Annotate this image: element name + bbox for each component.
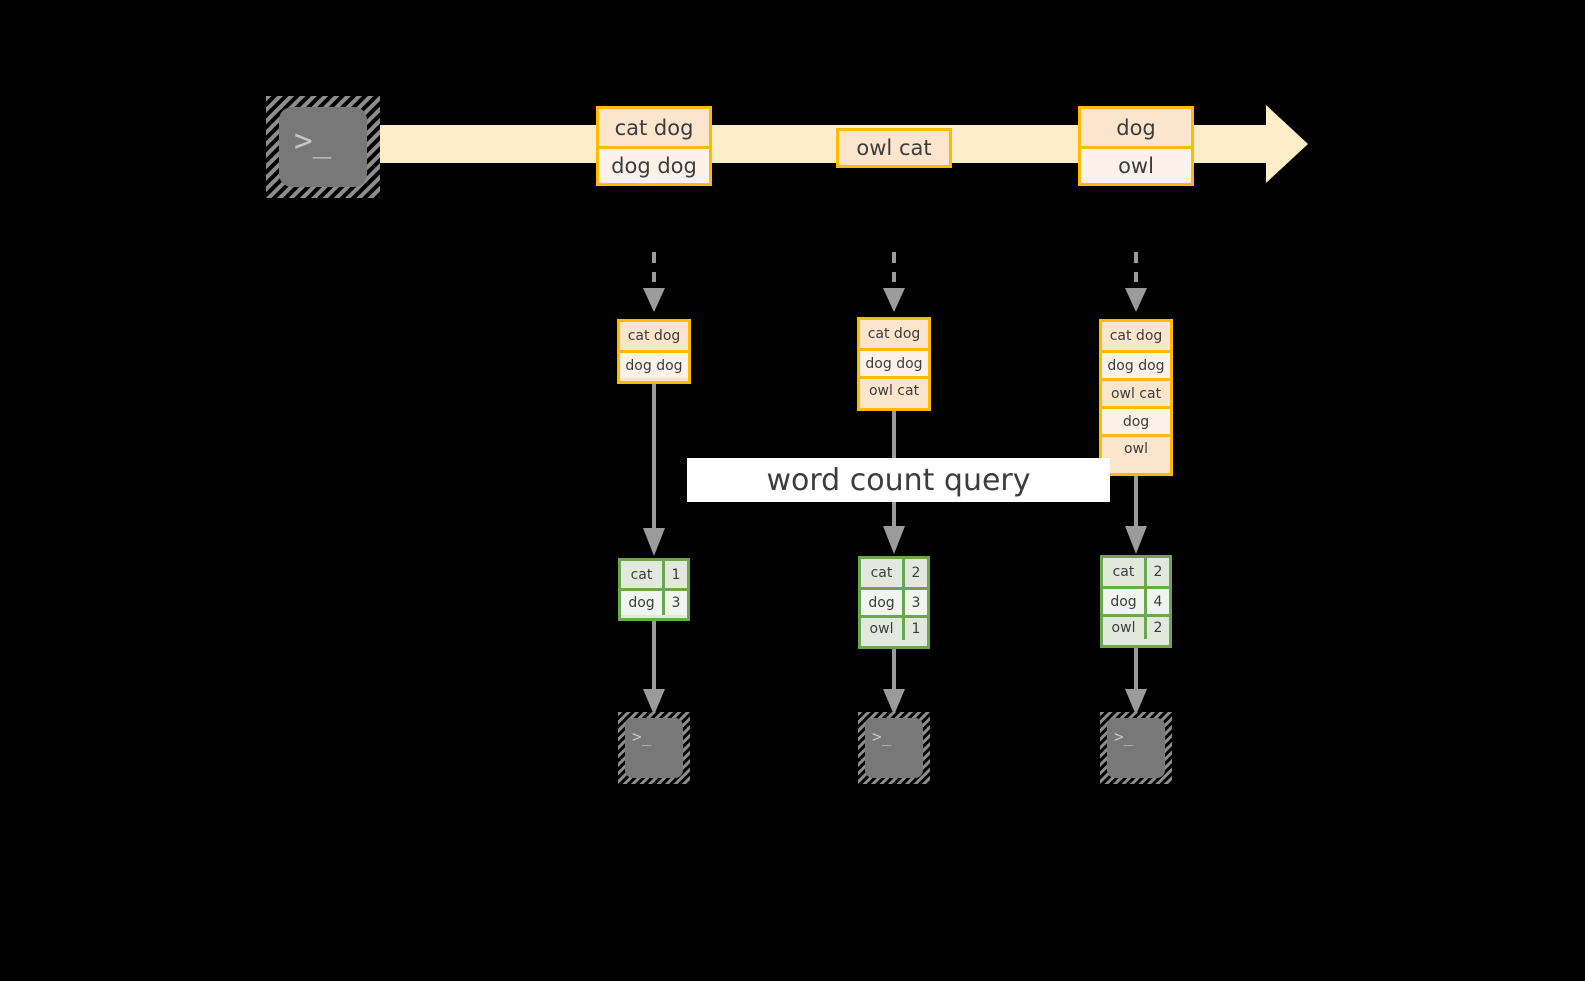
result-row: dog 3	[621, 588, 687, 615]
stream-record: cat dog	[599, 109, 709, 146]
buffer-record: cat dog	[620, 322, 688, 350]
buffer-record: cat dog	[860, 320, 928, 348]
result-word: dog	[861, 590, 905, 615]
result-row: cat 1	[621, 561, 687, 588]
stage-1-sink-terminal-icon: >_	[618, 712, 690, 784]
source-terminal-icon: >_	[266, 96, 380, 198]
stage-1-query-arrow-icon	[643, 384, 665, 556]
buffer-record: owl	[1102, 434, 1170, 460]
result-row: owl 1	[861, 615, 927, 640]
stage-2-buffer: cat dog dog dog owl cat	[857, 317, 931, 411]
stream-record: dog dog	[599, 146, 709, 183]
buffer-record: owl cat	[1102, 378, 1170, 406]
buffer-record: owl cat	[860, 376, 928, 402]
result-row: owl 2	[1103, 614, 1169, 639]
stage-3-sink-terminal-icon: >_	[1100, 712, 1172, 784]
stream-record-group-2: owl cat	[836, 128, 952, 168]
buffer-record: dog dog	[1102, 350, 1170, 378]
result-row: cat 2	[861, 559, 927, 587]
result-word: cat	[861, 559, 905, 587]
result-word: dog	[621, 591, 665, 615]
result-count: 2	[1147, 617, 1169, 639]
result-count: 3	[665, 591, 687, 615]
result-row: dog 3	[861, 587, 927, 615]
sink-terminal-prompt-glyph: >_	[632, 727, 652, 746]
result-word: owl	[1103, 617, 1147, 639]
stage-2-ingest-arrow-icon	[883, 252, 905, 312]
stream-record: owl cat	[839, 131, 949, 165]
stage-3-ingest-arrow-icon	[1125, 252, 1147, 312]
stage-1-result-table: cat 1 dog 3	[618, 558, 690, 621]
result-row: cat 2	[1103, 558, 1169, 586]
stage-1-buffer: cat dog dog dog	[617, 319, 691, 384]
stage-3-sink-arrow-icon	[1125, 648, 1147, 715]
stage-2-sink-terminal-icon: >_	[858, 712, 930, 784]
stream-record: dog	[1081, 109, 1191, 146]
result-word: owl	[861, 618, 905, 640]
stage-2-result-table: cat 2 dog 3 owl 1	[858, 556, 930, 649]
result-count: 4	[1147, 589, 1169, 614]
stream-record-group-3: dog owl	[1078, 106, 1194, 186]
sink-terminal-prompt-glyph: >_	[1114, 727, 1134, 746]
result-count: 2	[905, 559, 927, 587]
result-word: cat	[1103, 558, 1147, 586]
result-row: dog 4	[1103, 586, 1169, 614]
stage-3-result-table: cat 2 dog 4 owl 2	[1100, 555, 1172, 648]
stage-2-sink-arrow-icon	[883, 649, 905, 715]
sink-terminal-prompt-glyph: >_	[872, 727, 892, 746]
result-word: dog	[1103, 589, 1147, 614]
stream-record-group-1: cat dog dog dog	[596, 106, 712, 186]
buffer-record: dog	[1102, 406, 1170, 434]
stage-3-query-arrow-icon	[1125, 476, 1147, 554]
stage-1-ingest-arrow-icon	[643, 252, 665, 312]
result-count: 1	[905, 618, 927, 640]
buffer-record: dog dog	[860, 348, 928, 376]
buffer-record: cat dog	[1102, 322, 1170, 350]
stage-1-sink-arrow-icon	[643, 621, 665, 715]
result-word: cat	[621, 561, 665, 588]
query-label: word count query	[687, 458, 1110, 502]
stage-3-buffer: cat dog dog dog owl cat dog owl	[1099, 319, 1173, 476]
result-count: 3	[905, 590, 927, 615]
buffer-record: dog dog	[620, 350, 688, 378]
result-count: 1	[665, 561, 687, 588]
result-count: 2	[1147, 558, 1169, 586]
stream-record: owl	[1081, 146, 1191, 183]
source-terminal-prompt-glyph: >_	[294, 123, 332, 159]
